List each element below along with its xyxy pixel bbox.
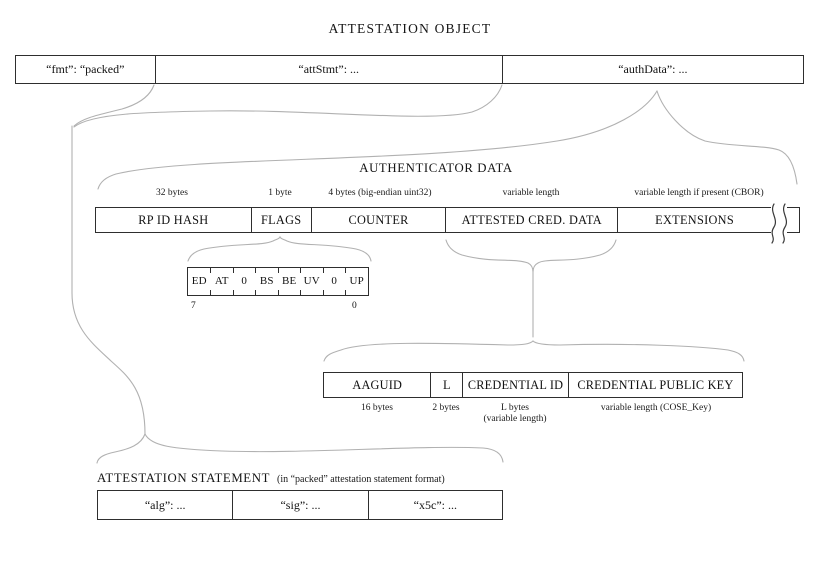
bit-index-msb: 7 [191,301,196,311]
attested-cred-data-size-label: variable length [502,188,560,198]
attestation-statement-row: “alg”: ... “sig”: ... “x5c”: ... [97,490,503,520]
flags-size-label: 1 byte [268,188,292,198]
attestation-statement-title: ATTESTATION STATEMENT [97,471,270,485]
aaguid-size-label: 16 bytes [361,403,393,413]
credential-public-key-size-label: variable length (COSE_Key) [600,403,712,413]
credential-public-key-cell: CREDENTIAL PUBLIC KEY [567,373,742,397]
authdata-brace-right [656,90,798,185]
attested-cred-data-brace-left [323,340,534,362]
bit-index-lsb: 0 [352,301,357,311]
credential-id-size-label: L bytes (variable length) [483,403,547,424]
x5c-cell: “x5c”: ... [367,491,502,519]
flag-bit-rfu5: 0 [232,268,256,295]
page-title: ATTESTATION OBJECT [328,21,492,36]
flags-brace [187,235,372,262]
flag-bit-ed: ED [191,275,207,287]
length-cell: L [430,373,462,397]
attstmt-funnel-left [73,84,155,127]
attestation-statement-brace-left [96,433,146,464]
flag-bit-rfu1: 0 [322,268,346,295]
authdata-cell: “authData”: ... [501,56,803,83]
alg-cell: “alg”: ... [144,498,186,512]
attstmt-pipe [71,125,146,435]
flag-bit-be: BE [277,268,301,295]
flags-cell: FLAGS [250,208,311,232]
attested-cred-data-cell: ATTESTED CRED. DATA [445,208,617,232]
extensions-cell: EXTENSIONS [617,208,771,232]
attested-credential-data-row: AAGUID L CREDENTIAL ID CREDENTIAL PUBLIC… [323,372,743,398]
rp-id-hash-cell: RP ID HASH [138,213,209,227]
sig-cell: “sig”: ... [232,491,367,519]
flag-bit-bs: BS [255,268,279,295]
attestation-statement-brace-right [144,433,504,463]
counter-cell: COUNTER [310,208,446,232]
authenticator-data-row: RP ID HASH FLAGS COUNTER ATTESTED CRED. … [95,207,771,233]
extensions-break-mark [771,203,788,244]
credential-id-cell: CREDENTIAL ID [462,373,568,397]
attested-cred-data-brace-right [532,340,745,362]
extensions-torn-sliver [787,207,800,233]
length-size-label: 2 bytes [432,403,460,413]
flag-bit-up: UP [345,268,369,295]
counter-size-label: 4 bytes (big-endian uint32) [328,188,432,198]
attestation-object-row: “fmt”: “packed” “attStmt”: ... “authData… [15,55,804,84]
authenticator-data-title: AUTHENTICATOR DATA [359,161,513,175]
attested-cred-data-funnel [445,239,617,338]
aaguid-cell: AAGUID [352,378,403,392]
attstmt-cell: “attStmt”: ... [154,56,502,83]
attestation-statement-format-note: (in “packed” attestation statement forma… [277,474,445,485]
flag-bit-at: AT [210,268,234,295]
extensions-size-label: variable length if present (CBOR) [634,188,764,198]
attstmt-funnel-right [73,84,503,128]
rp-id-hash-size-label: 32 bytes [156,188,188,198]
fmt-cell: “fmt”: “packed” [46,62,125,76]
flag-bit-uv: UV [300,268,324,295]
flags-bits-row: ED AT 0 BS BE UV 0 UP [187,267,369,296]
